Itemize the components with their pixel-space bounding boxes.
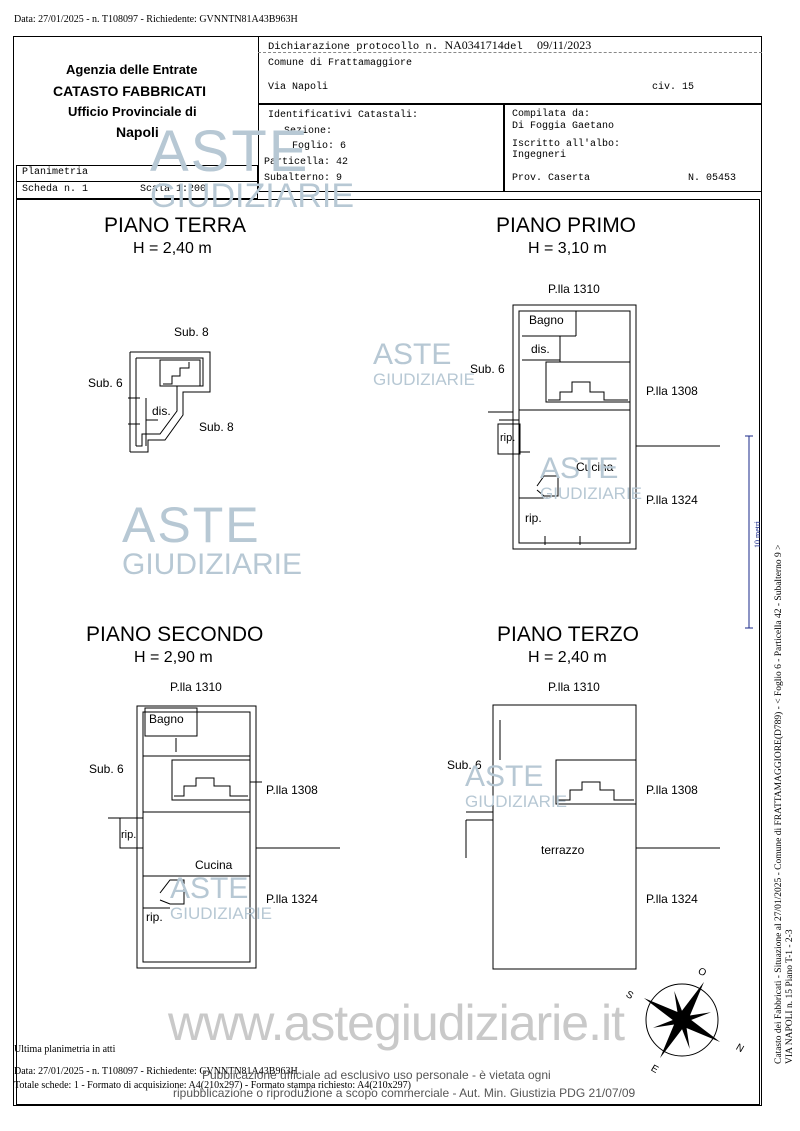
id-sezione: Sezione:: [284, 126, 333, 137]
id-foglio: Foglio: 6: [292, 141, 347, 152]
secondo-bagno: Bagno: [149, 712, 184, 726]
terzo-terrazzo: terrazzo: [541, 843, 585, 857]
civico: civ. 15: [652, 82, 695, 93]
scala: Scala 1:200: [140, 184, 207, 195]
primo-bagno: Bagno: [529, 313, 564, 327]
watermark-giudiziarie-4: GIUDIZIARIE: [540, 484, 643, 503]
watermark-giudiziarie-2: GIUDIZIARIE: [122, 548, 303, 581]
watermark-giudiziarie-6: GIUDIZIARIE: [170, 904, 273, 923]
albo-number: N. 05453: [688, 173, 737, 184]
terra-sub8-bottom: Sub. 8: [199, 420, 234, 434]
planimetria-box: [16, 165, 258, 199]
footer-totale-line: Totale schede: 1 - Formato di acquisizio…: [14, 1080, 411, 1091]
primo-plla1310: P.lla 1310: [548, 282, 600, 296]
compiler-name: Di Foggia Gaetano: [512, 121, 615, 132]
primo-rip-top: rip.: [500, 432, 516, 444]
secondo-cucina: Cucina: [195, 858, 233, 872]
piano-secondo-height: H = 2,90 m: [134, 649, 213, 666]
header-line: Data: 27/01/2025 - n. T108097 - Richiede…: [14, 14, 298, 25]
agency-line2: CATASTO FABBRICATI: [53, 83, 206, 99]
primo-rip-bottom: rip.: [525, 511, 542, 525]
terra-sub6: Sub. 6: [88, 376, 123, 390]
piano-primo-height: H = 3,10 m: [528, 240, 607, 257]
watermark-site: www.astegiudiziarie.it: [168, 995, 625, 1051]
id-title: Identificativi Catastali:: [268, 110, 419, 121]
agency-line4: Napoli: [116, 124, 159, 140]
watermark-aste-3: ASTE: [373, 338, 452, 371]
scheda: Scheda n. 1: [22, 184, 89, 195]
terzo-plla1308: P.lla 1308: [646, 783, 698, 797]
piano-terzo-title: PIANO TERZO: [497, 623, 639, 646]
comune: Comune di Frattamaggiore: [268, 58, 413, 69]
declaration-label: Dichiarazione protocollo n. NA0341714del…: [268, 38, 592, 53]
watermark-notice-2: ripubblicazione o riproduzione a scopo c…: [173, 1086, 636, 1100]
primo-cucina: Cucina: [576, 460, 614, 474]
terzo-plla1324: P.lla 1324: [646, 892, 698, 906]
primo-sub6: Sub. 6: [470, 362, 505, 376]
watermark-aste-4: ASTE: [540, 452, 619, 485]
piano-secondo-title: PIANO SECONDO: [86, 623, 264, 646]
primo-plla1308: P.lla 1308: [646, 384, 698, 398]
scale-mark-label: 10 metri: [753, 521, 762, 548]
identifiers-box: [258, 104, 504, 192]
piano-primo-title: PIANO PRIMO: [496, 214, 637, 237]
secondo-plla1324: P.lla 1324: [266, 892, 318, 906]
piano-terzo-height: H = 2,40 m: [528, 649, 607, 666]
agency-line3: Ufficio Provinciale di: [68, 104, 197, 119]
terra-sub8-top: Sub. 8: [174, 325, 209, 339]
drawing-frame: [16, 199, 760, 1105]
secondo-plla1308: P.lla 1308: [266, 783, 318, 797]
watermark-aste-2: ASTE: [122, 497, 261, 553]
compilata-label: Compilata da:: [512, 109, 591, 120]
agency-line1: Agenzia delle Entrate: [66, 62, 198, 77]
side-text-line2: VIA NAPOLI n. 15 Piano T-1 - 2-3: [785, 929, 795, 1064]
planimetria-label: Planimetria: [22, 167, 89, 178]
watermark-aste-1: ASTE: [150, 119, 310, 184]
watermark-aste-6: ASTE: [170, 872, 249, 905]
iscritto-label: Iscritto all'albo:: [512, 139, 621, 150]
secondo-rip-bottom: rip.: [146, 910, 163, 924]
compiler-box: [504, 104, 762, 192]
prov: Prov. Caserta: [512, 173, 591, 184]
id-subalterno: Subalterno: 9: [264, 173, 343, 184]
secondo-rip-top: rip.: [121, 829, 137, 841]
watermark-giudiziarie-3: GIUDIZIARIE: [373, 370, 476, 389]
watermark-aste-5: ASTE: [465, 760, 544, 793]
secondo-plla1310: P.lla 1310: [170, 680, 222, 694]
primo-plla1324: P.lla 1324: [646, 493, 698, 507]
terra-dis: dis.: [152, 404, 171, 418]
declaration-box: [258, 36, 762, 104]
side-text-line1: Catasto dei Fabbricati - Situazione al 2…: [774, 544, 784, 1064]
id-particella: Particella: 42: [264, 157, 349, 168]
watermark-notice-1: Pubblicazione ufficiale ad esclusivo uso…: [202, 1068, 551, 1082]
primo-dis: dis.: [531, 342, 550, 356]
ultima-planimetria: Ultima planimetria in atti: [14, 1044, 116, 1055]
albo: Ingegneri: [512, 150, 567, 161]
watermark-giudiziarie-1: GIUDIZIARIE: [150, 177, 355, 215]
secondo-sub6: Sub. 6: [89, 762, 124, 776]
piano-terra-height: H = 2,40 m: [133, 240, 212, 257]
footer-data-line: Data: 27/01/2025 - n. T108097 - Richiede…: [14, 1066, 298, 1077]
via: Via Napoli: [268, 82, 329, 93]
terzo-plla1310: P.lla 1310: [548, 680, 600, 694]
watermark-giudiziarie-5: GIUDIZIARIE: [465, 792, 568, 811]
terzo-sub6: Sub. 6: [447, 758, 482, 772]
piano-terra-title: PIANO TERRA: [104, 214, 246, 237]
